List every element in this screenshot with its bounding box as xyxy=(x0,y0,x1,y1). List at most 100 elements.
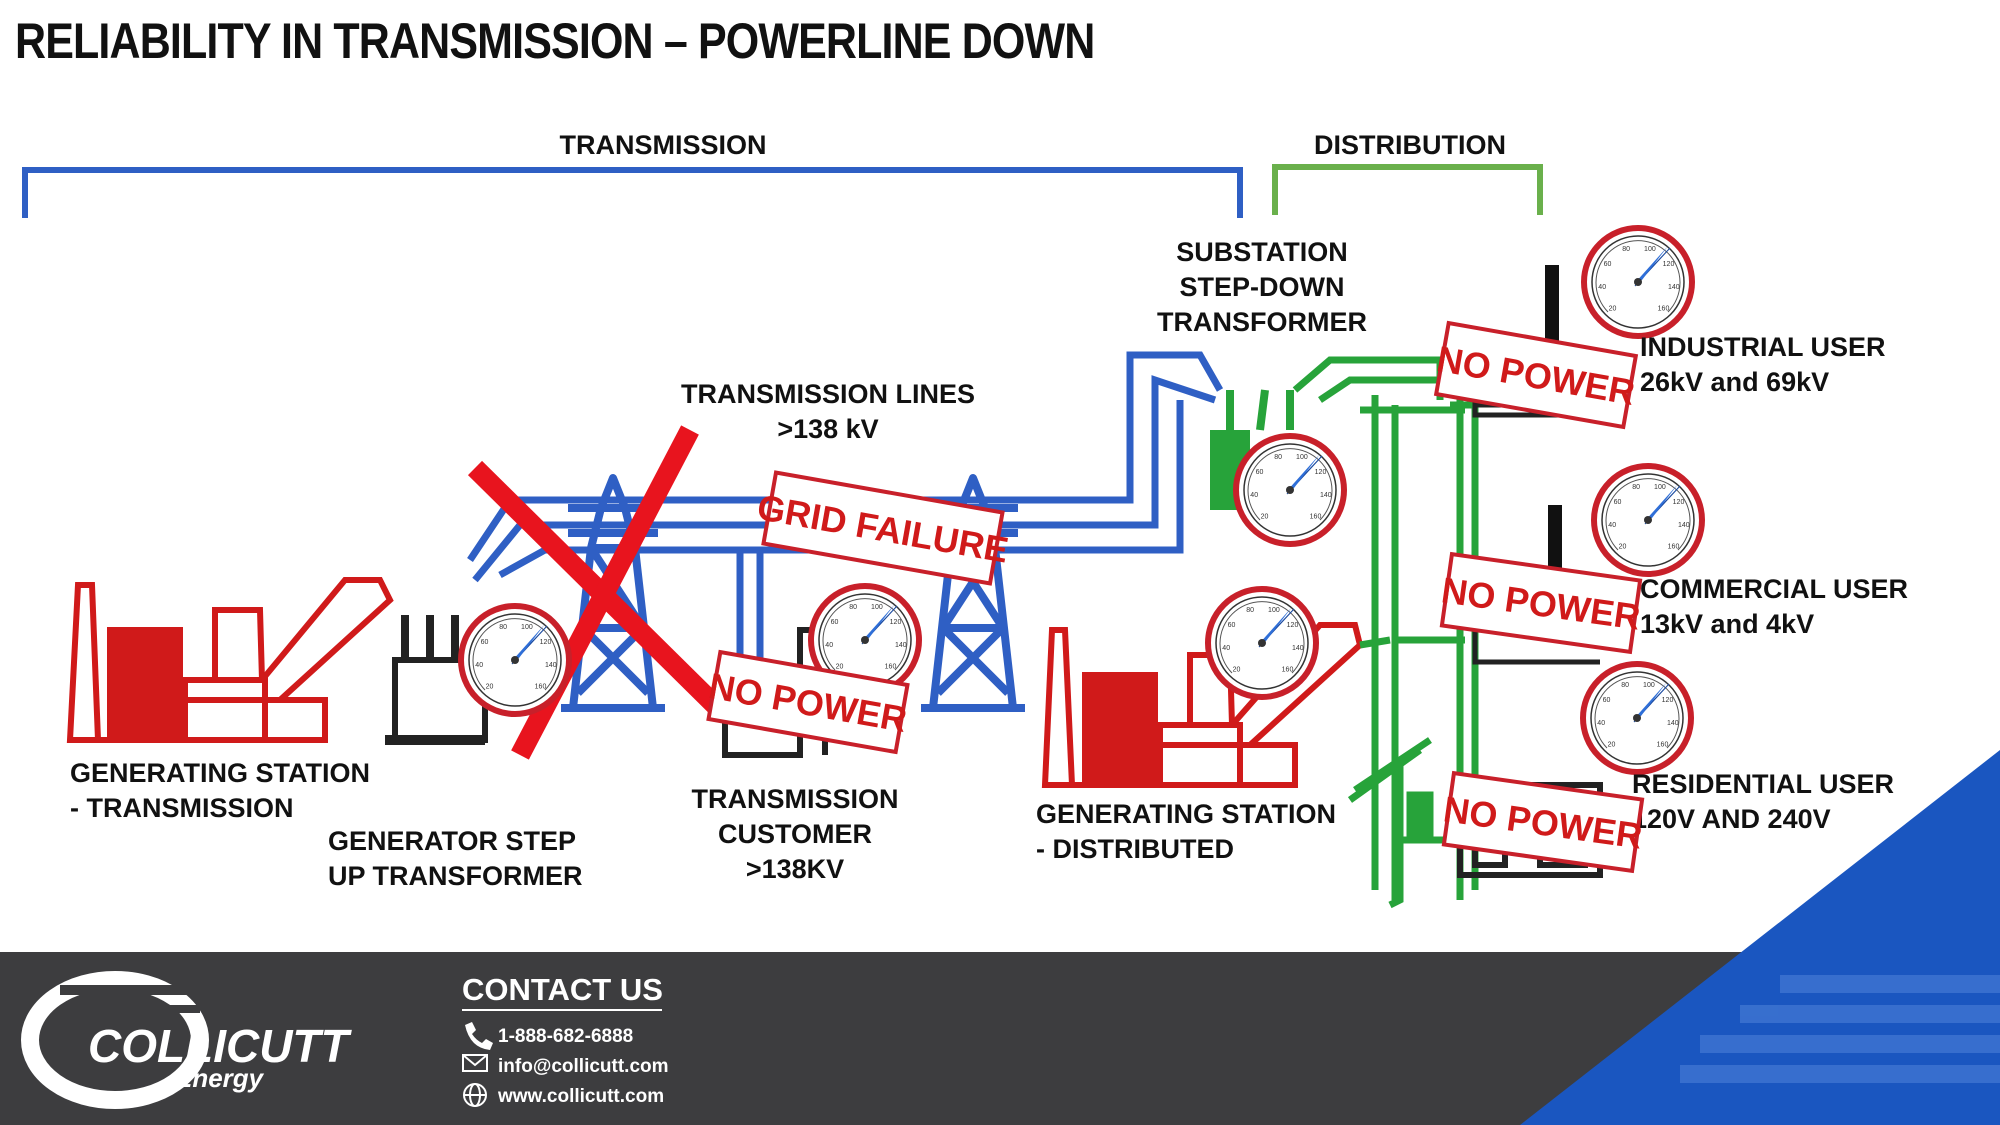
gauge-tick-label: 160 xyxy=(1668,544,1680,551)
email-icon xyxy=(462,1054,488,1072)
gauge-tick-label: 160 xyxy=(1310,514,1322,521)
svg-text:>138 kV: >138 kV xyxy=(777,414,878,444)
gauge-tick-label: 40 xyxy=(825,642,833,649)
gauge-icon-step-up xyxy=(461,606,569,714)
gauge-tick-label: 80 xyxy=(499,624,507,631)
svg-text:UP TRANSFORMER: UP TRANSFORMER xyxy=(328,861,583,891)
gauge-tick-label: 100 xyxy=(1644,246,1656,253)
gauge-tick-label: 60 xyxy=(1256,469,1264,476)
gen-step-up-label: GENERATOR STEP UP TRANSFORMER xyxy=(328,826,583,891)
globe-icon xyxy=(463,1083,487,1107)
gauge-tick-label: 40 xyxy=(1250,492,1258,499)
gauge-tick-label: 60 xyxy=(1604,261,1612,268)
gauge-tick-label: 160 xyxy=(1282,667,1294,674)
svg-text:CUSTOMER: CUSTOMER xyxy=(718,819,872,849)
transmission-section-label: TRANSMISSION xyxy=(559,130,766,160)
no-power-stamp-transmission-customer: NO POWER xyxy=(706,649,910,755)
gauge-tick-label: 40 xyxy=(1608,522,1616,529)
brand-name: COLLICUTT xyxy=(88,1020,353,1072)
gauge-tick-label: 140 xyxy=(1320,492,1332,499)
gauge-tick-label: 80 xyxy=(1622,246,1630,253)
page-title: RELIABILITY IN TRANSMISSION – POWERLINE … xyxy=(15,13,1095,69)
svg-text:TRANSMISSION LINES: TRANSMISSION LINES xyxy=(681,379,975,409)
gen-station-distributed-label: GENERATING STATION - DISTRIBUTED xyxy=(1036,799,1336,864)
gauge-tick-label: 20 xyxy=(836,664,844,671)
svg-text:INDUSTRIAL USER: INDUSTRIAL USER xyxy=(1640,332,1886,362)
gauge-tick-label: 80 xyxy=(1246,607,1254,614)
gauge-icon-distributed xyxy=(1208,589,1316,697)
svg-text:STEP-DOWN: STEP-DOWN xyxy=(1180,272,1345,302)
gauge-tick-label: 40 xyxy=(1222,645,1230,652)
gauge-icon-substation xyxy=(1236,436,1344,544)
gauge-tick-label: 140 xyxy=(1668,284,1680,291)
gauge-tick-label: 40 xyxy=(475,662,483,669)
gauge-tick-label: 120 xyxy=(890,619,902,626)
gauge-tick-label: 60 xyxy=(1228,622,1236,629)
gauge-tick-label: 60 xyxy=(1603,697,1611,704)
gauge-tick-label: 100 xyxy=(1654,484,1666,491)
transmission-bracket: TRANSMISSION xyxy=(22,130,1243,218)
gauge-tick-label: 40 xyxy=(1598,284,1606,291)
gauge-tick-label: 80 xyxy=(1621,682,1629,689)
svg-text:GENERATING STATION: GENERATING STATION xyxy=(70,758,370,788)
gauge-tick-label: 20 xyxy=(1608,742,1616,749)
gauge-tick-label: 80 xyxy=(1632,484,1640,491)
gauge-tick-label: 40 xyxy=(1597,720,1605,727)
no-power-stamp-commercial: NO POWER xyxy=(1439,551,1643,655)
contact-phone[interactable]: 1-888-682-6888 xyxy=(498,1026,633,1047)
gauge-tick-label: 120 xyxy=(1315,469,1327,476)
svg-text:RESIDENTIAL USER: RESIDENTIAL USER xyxy=(1632,769,1894,799)
gauge-tick-label: 140 xyxy=(895,642,907,649)
gauge-tick-label: 20 xyxy=(1261,514,1269,521)
gauge-tick-label: 120 xyxy=(1287,622,1299,629)
gauge-tick-label: 60 xyxy=(1614,499,1622,506)
gauge-tick-label: 120 xyxy=(1662,697,1674,704)
commercial-user-label: COMMERCIAL USER 13kV and 4kV xyxy=(1640,574,1908,639)
no-power-stamp-industrial: NO POWER xyxy=(1434,320,1639,430)
gauge-tick-label: 20 xyxy=(1609,306,1617,313)
svg-text:26kV and 69kV: 26kV and 69kV xyxy=(1640,367,1829,397)
gauge-icon-industrial xyxy=(1584,228,1692,336)
svg-text:GENERATING STATION: GENERATING STATION xyxy=(1036,799,1336,829)
gauge-tick-label: 160 xyxy=(885,664,897,671)
gauge-tick-label: 80 xyxy=(849,604,857,611)
svg-text:120V AND 240V: 120V AND 240V xyxy=(1632,804,1831,834)
gauge-tick-label: 160 xyxy=(1658,306,1670,313)
transmission-lines-label: TRANSMISSION LINES >138 kV xyxy=(681,379,975,444)
svg-text:COMMERCIAL USER: COMMERCIAL USER xyxy=(1640,574,1908,604)
svg-text:- DISTRIBUTED: - DISTRIBUTED xyxy=(1036,834,1234,864)
brand-sub: Energy xyxy=(175,1063,265,1093)
svg-text:TRANSFORMER: TRANSFORMER xyxy=(1157,307,1367,337)
gauge-tick-label: 100 xyxy=(1268,607,1280,614)
svg-text:TRANSMISSION: TRANSMISSION xyxy=(691,784,898,814)
gauge-tick-label: 100 xyxy=(871,604,883,611)
gauge-tick-label: 60 xyxy=(481,639,489,646)
gauge-tick-label: 160 xyxy=(1657,742,1669,749)
gen-station-transmission-label: GENERATING STATION - TRANSMISSION xyxy=(70,758,370,823)
contact-website[interactable]: www.collicutt.com xyxy=(497,1086,664,1107)
gauge-tick-label: 20 xyxy=(486,684,494,691)
substation-label: SUBSTATION STEP-DOWN TRANSFORMER xyxy=(1157,237,1367,337)
gauge-tick-label: 120 xyxy=(540,639,552,646)
gauge-tick-label: 140 xyxy=(1678,522,1690,529)
gauge-tick-label: 60 xyxy=(831,619,839,626)
footer: COLLICUTT Energy CONTACT US 1-888-682-68… xyxy=(0,750,2000,1125)
gauge-tick-label: 20 xyxy=(1233,667,1241,674)
svg-text:- TRANSMISSION: - TRANSMISSION xyxy=(70,793,294,823)
contact-heading: CONTACT US xyxy=(462,972,663,1007)
generating-station-transmission-icon xyxy=(66,577,394,743)
no-power-stamp-residential: NO POWER xyxy=(1441,770,1645,874)
gauge-tick-label: 100 xyxy=(1296,454,1308,461)
transmission-customer-label: TRANSMISSION CUSTOMER >138KV xyxy=(691,784,898,884)
gauge-tick-label: 120 xyxy=(1663,261,1675,268)
gauge-tick-label: 20 xyxy=(1619,544,1627,551)
contact-email[interactable]: info@collicutt.com xyxy=(498,1056,669,1077)
gauge-tick-label: 140 xyxy=(545,662,557,669)
gauge-icon-residential xyxy=(1583,664,1691,772)
svg-text:SUBSTATION: SUBSTATION xyxy=(1176,237,1348,267)
gauge-icon-commercial xyxy=(1594,466,1702,574)
industrial-user-label: INDUSTRIAL USER 26kV and 69kV xyxy=(1640,332,1886,397)
distribution-bracket: DISTRIBUTION xyxy=(1272,130,1543,215)
svg-text:13kV and 4kV: 13kV and 4kV xyxy=(1640,609,1814,639)
